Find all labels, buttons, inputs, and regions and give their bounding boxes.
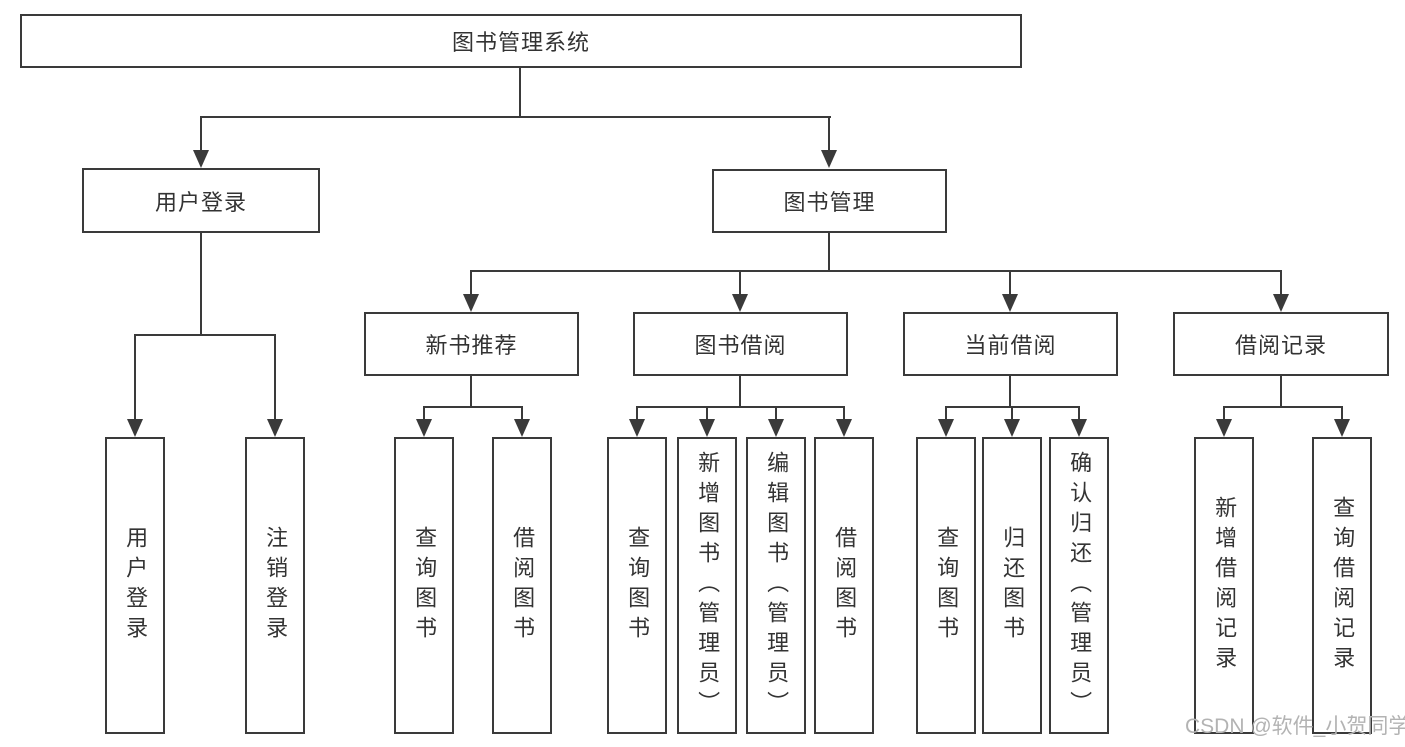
arrow-down-icon (1071, 419, 1087, 437)
node-label: 查询图书 (625, 525, 651, 646)
connector-line (200, 116, 202, 150)
node-leaf-return-books: 归还图书 (982, 437, 1042, 734)
connector-line (519, 67, 521, 118)
connector-line (134, 334, 276, 336)
arrow-down-icon (938, 419, 954, 437)
node-library-management-system: 图书管理系统 (20, 14, 1022, 68)
connector-line (134, 334, 136, 419)
node-leaf-borrow-books-recommend: 借阅图书 (492, 437, 552, 734)
node-borrowing-records: 借阅记录 (1173, 312, 1389, 376)
node-label: 用户登录 (123, 525, 149, 646)
arrow-down-icon (1004, 419, 1020, 437)
connector-line (828, 233, 830, 272)
connector-line (274, 334, 276, 419)
arrow-down-icon (514, 419, 530, 437)
node-label: 查询图书 (412, 525, 438, 646)
arrow-down-icon (1273, 294, 1289, 312)
node-new-book-recommend: 新书推荐 (364, 312, 579, 376)
arrow-down-icon (1216, 419, 1232, 437)
node-leaf-query-books-current: 查询图书 (916, 437, 976, 734)
connector-line (200, 116, 831, 118)
node-book-borrowing: 图书借阅 (633, 312, 848, 376)
connector-line (521, 406, 523, 419)
connector-line (423, 406, 425, 419)
node-leaf-confirm-return-admin: 确认归还（管理员） (1049, 437, 1109, 734)
connector-line (1341, 406, 1343, 419)
connector-line (739, 270, 741, 294)
node-leaf-user-login: 用户登录 (105, 437, 165, 734)
connector-line (843, 406, 845, 419)
arrow-down-icon (127, 419, 143, 437)
connector-line (470, 270, 1282, 272)
node-book-management: 图书管理 (712, 169, 947, 233)
node-label: 图书管理系统 (451, 30, 590, 55)
node-label: 查询借阅记录 (1330, 495, 1356, 676)
connector-line (200, 233, 202, 336)
node-label: 查询图书 (934, 525, 960, 646)
node-leaf-query-books-recommend: 查询图书 (394, 437, 454, 734)
connector-line (636, 406, 845, 408)
arrow-down-icon (836, 419, 852, 437)
node-current-borrowing: 当前借阅 (903, 312, 1118, 376)
node-label: 注销登录 (263, 525, 289, 646)
node-label: 借阅图书 (510, 525, 536, 646)
connector-line (739, 376, 741, 408)
node-label: 图书借阅 (694, 333, 787, 358)
arrow-down-icon (193, 150, 209, 168)
connector-line (636, 406, 638, 419)
node-leaf-query-books-borrow: 查询图书 (607, 437, 667, 734)
node-label: 借阅图书 (832, 525, 858, 646)
connector-line (1011, 406, 1013, 419)
connector-line (775, 406, 777, 419)
connector-line (828, 116, 830, 150)
node-label: 编辑图书（管理员） (764, 450, 790, 721)
arrow-down-icon (629, 419, 645, 437)
arrow-down-icon (267, 419, 283, 437)
connector-line (945, 406, 947, 419)
csdn-watermark: CSDN @软件_小贺同学 (1185, 715, 1405, 738)
connector-line (423, 406, 523, 408)
node-label: 归还图书 (1000, 525, 1026, 646)
arrow-down-icon (821, 150, 837, 168)
node-label: 新书推荐 (425, 333, 518, 358)
node-label: 借阅记录 (1234, 333, 1327, 358)
connector-line (1078, 406, 1080, 419)
node-leaf-borrow-books: 借阅图书 (814, 437, 874, 734)
node-leaf-logout: 注销登录 (245, 437, 305, 734)
node-user-login: 用户登录 (82, 168, 320, 233)
node-label: 图书管理 (783, 190, 876, 215)
node-leaf-add-books-admin: 新增图书（管理员） (677, 437, 737, 734)
node-leaf-edit-books-admin: 编辑图书（管理员） (746, 437, 806, 734)
connector-line (1223, 406, 1343, 408)
connector-line (1223, 406, 1225, 419)
connector-line (470, 376, 472, 408)
connector-line (706, 406, 708, 419)
node-label: 用户登录 (154, 189, 247, 215)
arrow-down-icon (768, 419, 784, 437)
connector-line (1280, 376, 1282, 408)
node-label: 新增借阅记录 (1212, 495, 1238, 676)
node-leaf-query-borrow-record: 查询借阅记录 (1312, 437, 1372, 734)
arrow-down-icon (416, 419, 432, 437)
node-leaf-add-borrow-record: 新增借阅记录 (1194, 437, 1254, 734)
arrow-down-icon (463, 294, 479, 312)
connector-line (1009, 376, 1011, 408)
arrow-down-icon (1002, 294, 1018, 312)
node-label: 新增图书（管理员） (695, 450, 721, 721)
connector-line (1009, 270, 1011, 294)
connector-line (470, 270, 472, 294)
node-label: 确认归还（管理员） (1067, 450, 1093, 721)
arrow-down-icon (1334, 419, 1350, 437)
connector-line (1280, 270, 1282, 294)
arrow-down-icon (732, 294, 748, 312)
arrow-down-icon (699, 419, 715, 437)
node-label: 当前借阅 (964, 333, 1057, 358)
